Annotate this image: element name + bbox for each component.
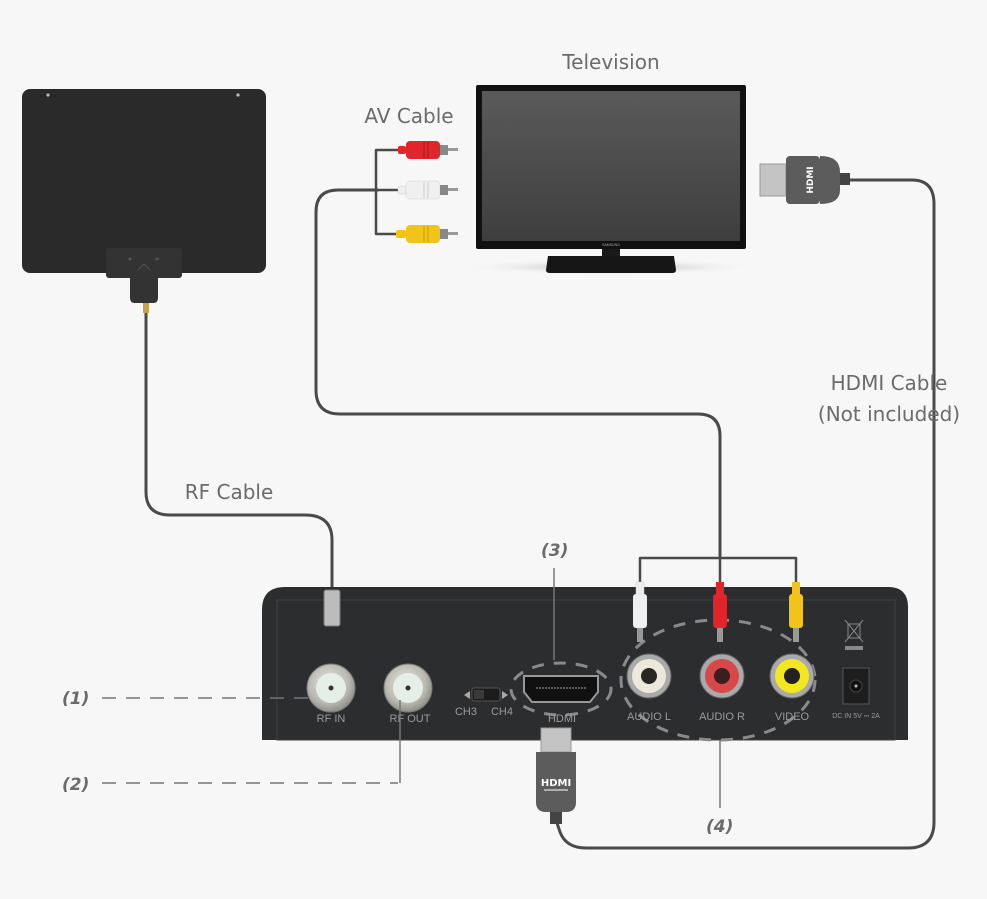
hdmi-highlight-ring bbox=[509, 661, 613, 717]
hdmi-cable-note: (Not included) bbox=[818, 402, 960, 426]
rca-plug-red-box bbox=[713, 582, 727, 642]
callout-2: (2) bbox=[62, 775, 89, 795]
rf-in-label: RF IN bbox=[317, 713, 346, 725]
rf-out-port[interactable] bbox=[383, 663, 433, 713]
ch3-label: CH3 bbox=[455, 706, 477, 718]
av-cable-fan-box bbox=[638, 556, 798, 584]
hdmi-plug-box-text: HDMI bbox=[541, 778, 571, 789]
weee-disposal-icon bbox=[844, 619, 864, 650]
television-label: Television bbox=[561, 50, 659, 74]
rca-plug-white-tv bbox=[397, 180, 458, 200]
television: SAMSUNG bbox=[460, 85, 760, 275]
audio-l-port[interactable] bbox=[626, 653, 672, 699]
rca-plug-red-tv bbox=[398, 141, 458, 159]
audio-r-label: AUDIO R bbox=[699, 711, 745, 723]
rf-out-label: RF OUT bbox=[390, 713, 431, 725]
callout-1: (1) bbox=[62, 689, 89, 709]
av-cable-fan-tv bbox=[374, 148, 400, 236]
callout-3: (3) bbox=[541, 541, 568, 561]
ch4-label: CH4 bbox=[491, 706, 513, 718]
dc-in-label: DC IN 5V ⎓ 2A bbox=[832, 713, 880, 720]
antenna bbox=[22, 89, 266, 313]
video-port[interactable] bbox=[769, 653, 815, 699]
rf-cable bbox=[144, 310, 334, 594]
converter-box: RF IN RF OUT CH3 CH4 HDMI bbox=[262, 581, 908, 742]
rca-plug-yellow-tv bbox=[396, 225, 458, 243]
hdmi-cable-label: HDMI Cable bbox=[831, 371, 948, 395]
hdmi-plug-tv-text: HDMI bbox=[806, 166, 816, 193]
rca-plug-white-box bbox=[633, 581, 647, 642]
rf-cable-label: RF Cable bbox=[185, 480, 274, 504]
hdmi-cable bbox=[554, 178, 936, 850]
dc-power-jack[interactable] bbox=[842, 667, 870, 705]
hdmi-port-label: HDMI bbox=[548, 713, 576, 725]
av-cable-label: AV Cable bbox=[364, 104, 453, 128]
callout-4: (4) bbox=[706, 817, 733, 837]
av-cable bbox=[314, 188, 722, 560]
tv-brand-logo: SAMSUNG bbox=[602, 243, 620, 247]
audio-l-label: AUDIO L bbox=[627, 711, 671, 723]
hdmi-port[interactable] bbox=[523, 675, 599, 703]
audio-r-port[interactable] bbox=[699, 653, 745, 699]
hdmi-plug-box: HDMI bbox=[536, 727, 576, 824]
rf-plug bbox=[323, 589, 341, 627]
hdmi-plug-tv: HDMI bbox=[759, 156, 850, 204]
rca-plug-yellow-box bbox=[789, 582, 803, 642]
video-label: VIDEO bbox=[775, 711, 810, 723]
rf-in-port[interactable] bbox=[306, 663, 356, 713]
channel-switch[interactable] bbox=[464, 687, 508, 702]
